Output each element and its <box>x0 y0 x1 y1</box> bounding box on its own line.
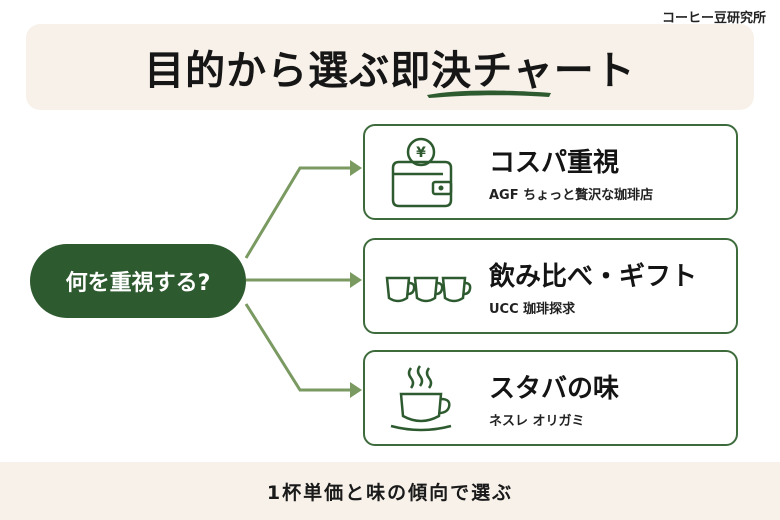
svg-text:¥: ¥ <box>416 145 426 161</box>
option-card-cospa[interactable]: ¥ コスパ重視 AGF ちょっと贅沢な珈琲店 <box>363 124 738 220</box>
option-title: コスパ重視 <box>489 148 620 178</box>
option-title: スタバの味 <box>489 374 620 404</box>
brand-label: コーヒー豆研究所 <box>661 11 766 26</box>
title-band: 目的から選ぶ 即決 チャート <box>26 24 754 110</box>
option-subtitle: UCC 珈琲探求 <box>489 302 576 317</box>
title-highlight: 即決 <box>390 48 473 94</box>
wallet-yen-icon: ¥ <box>391 137 453 208</box>
title-suffix: チャート <box>472 48 636 94</box>
highlight-underline <box>427 90 551 98</box>
page-title: 目的から選ぶ 即決 チャート <box>26 24 754 110</box>
option-card-gift[interactable]: 飲み比べ・ギフト UCC 珈琲探求 <box>363 238 738 334</box>
footer-caption: 1杯単価と味の傾向で選ぶ <box>0 462 780 520</box>
option-subtitle: AGF ちょっと贅沢な珈琲店 <box>489 188 654 203</box>
steaming-cup-icon <box>390 365 452 432</box>
option-card-starbucks[interactable]: スタバの味 ネスレ オリガミ <box>363 350 738 446</box>
hub-question: 何を重視する? <box>30 244 246 318</box>
option-subtitle: ネスレ オリガミ <box>489 414 585 429</box>
three-cups-icon <box>385 276 472 303</box>
option-title: 飲み比べ・ギフト <box>489 262 698 292</box>
title-prefix: 目的から選ぶ <box>144 48 391 94</box>
